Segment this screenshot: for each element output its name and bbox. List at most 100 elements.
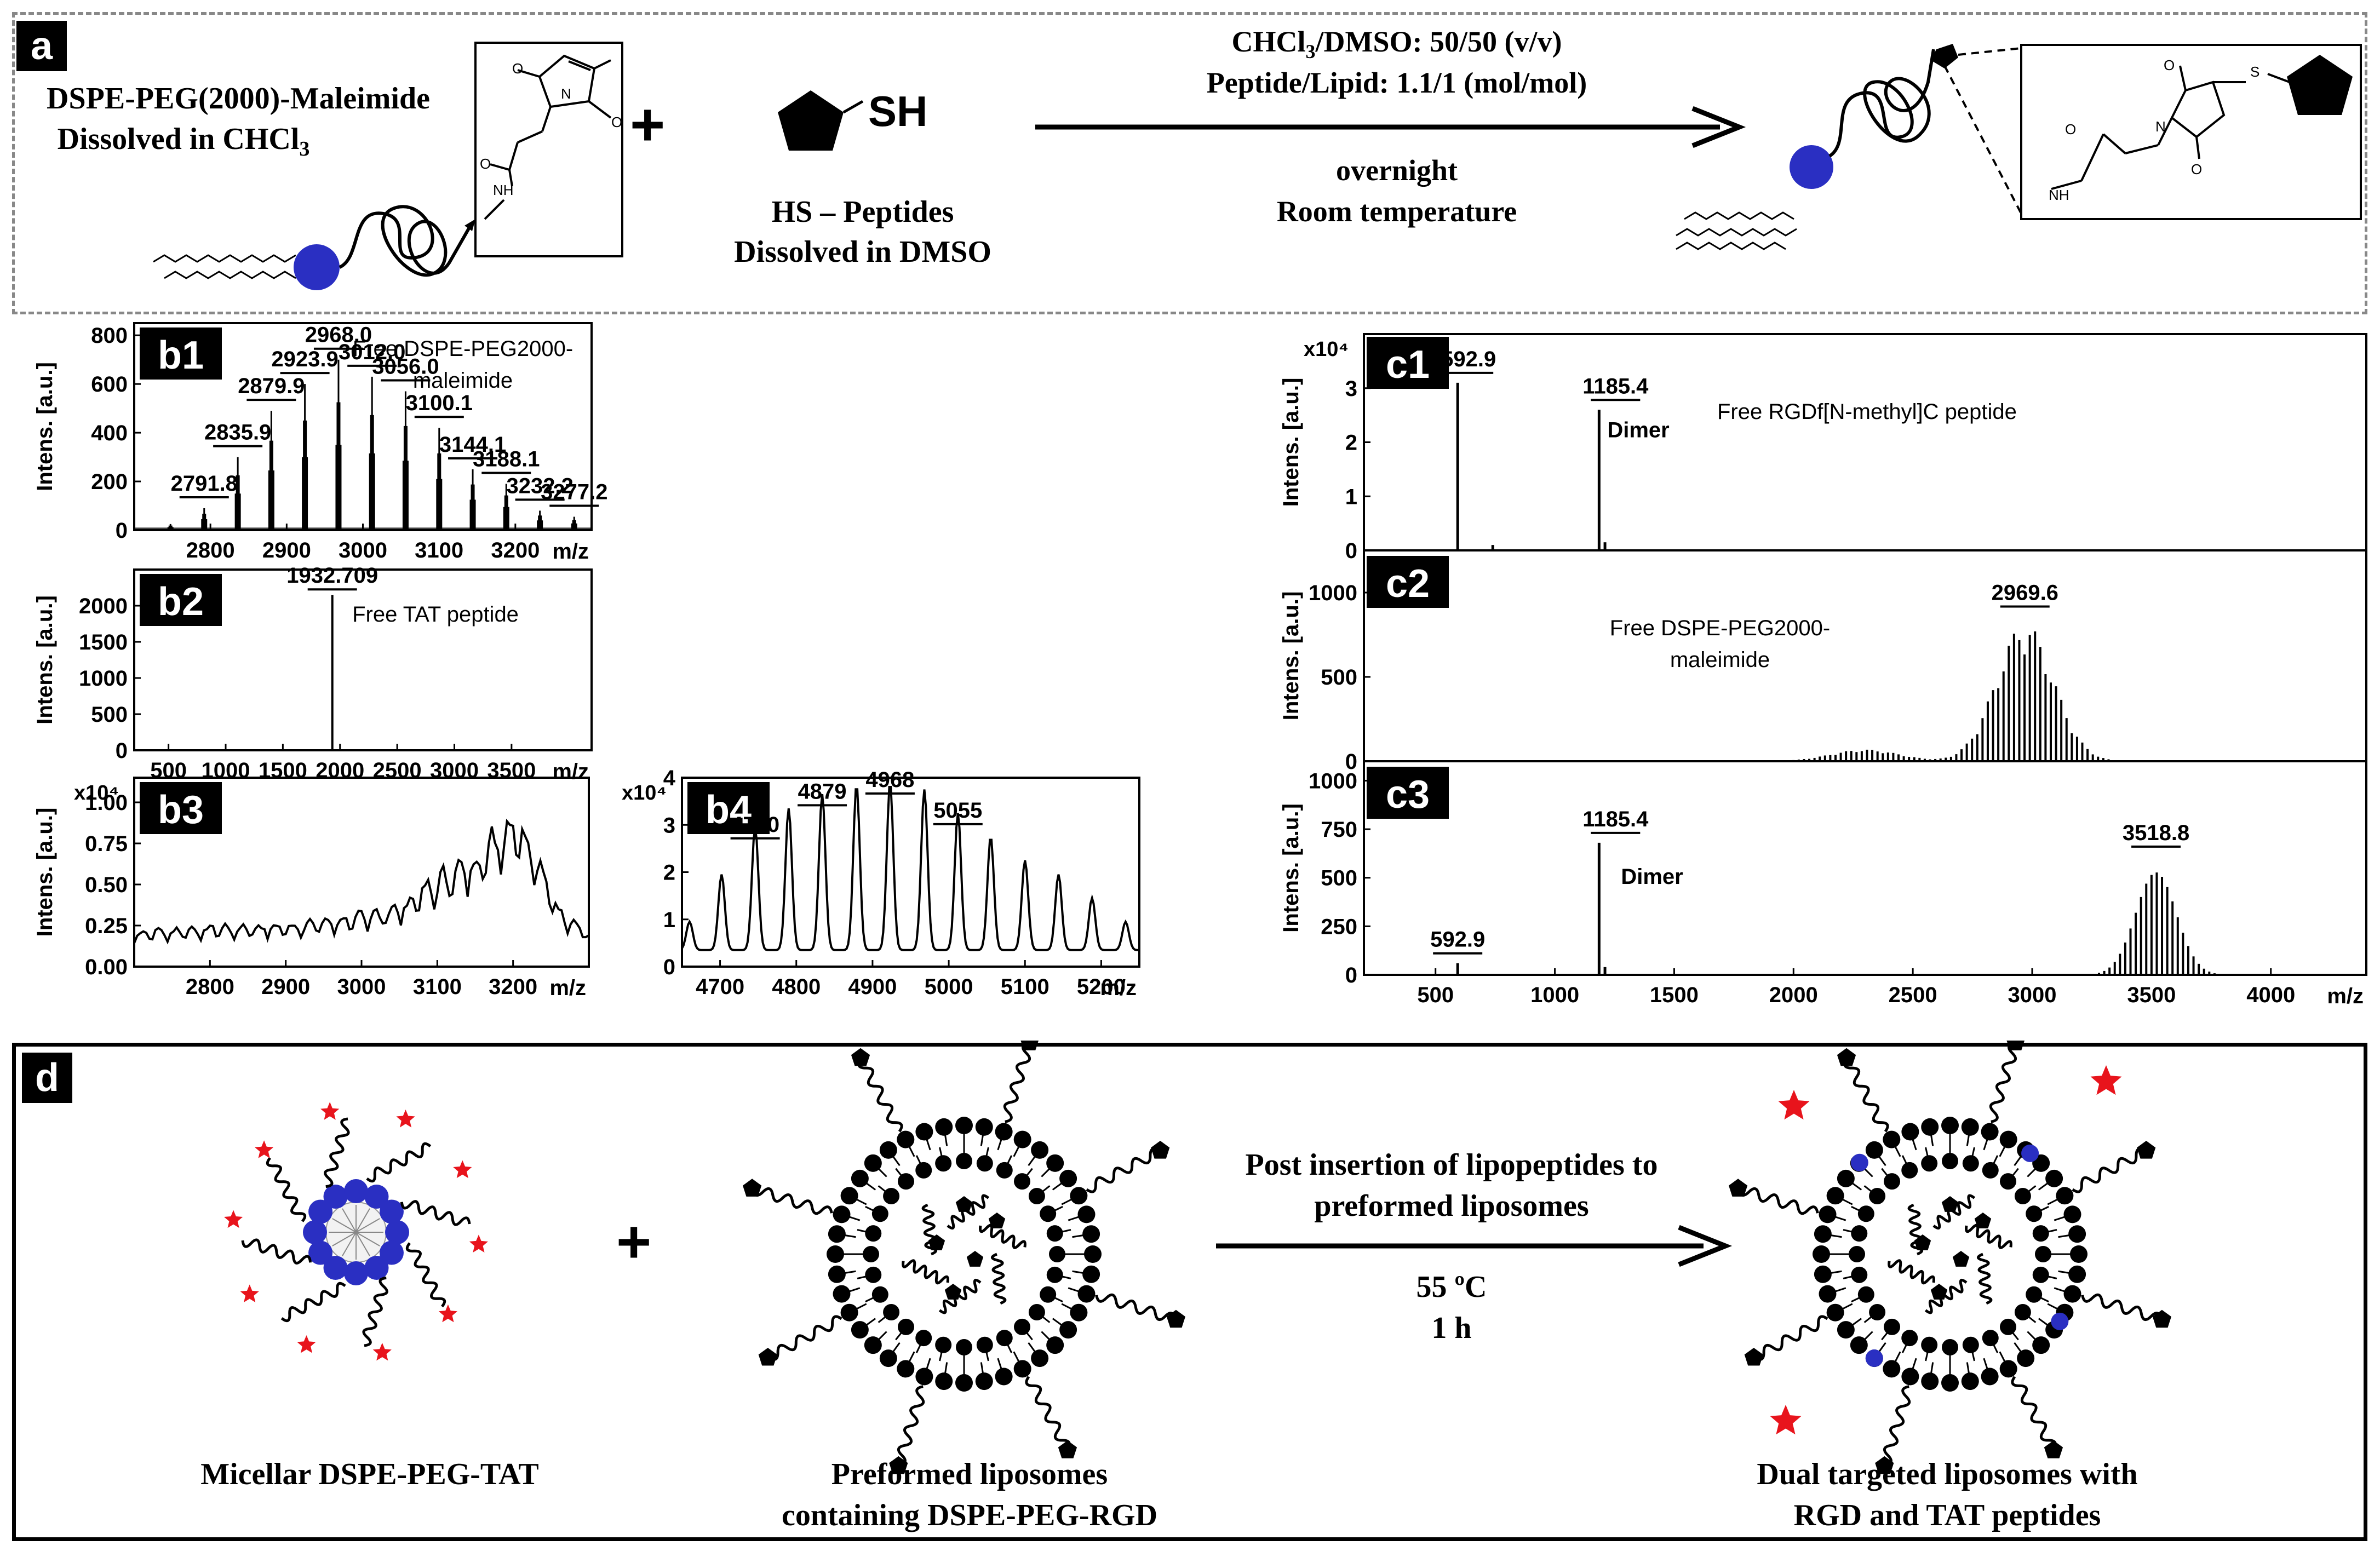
micelle-headgroup xyxy=(303,1220,327,1244)
inner-headgroup xyxy=(915,1162,932,1179)
c1-ylabel: Intens. [a.u.] xyxy=(1279,378,1303,507)
b1-peak-label: 3100.1 xyxy=(406,391,473,415)
micelle-tat-star xyxy=(224,1210,243,1228)
b2-xtick-label: 2500 xyxy=(373,759,422,783)
b3-ylabel: Intens. [a.u.] xyxy=(33,808,57,937)
b4-peak-label: 4790 xyxy=(731,813,779,837)
b1-tag: b1 xyxy=(140,328,222,380)
inner-headgroup xyxy=(956,1339,972,1355)
outer-headgroup xyxy=(897,1360,915,1378)
c1-tag-label: c1 xyxy=(1386,343,1430,387)
b1-xtick-label: 3000 xyxy=(339,538,387,562)
b1-tag-label: b1 xyxy=(158,334,204,377)
b4-xtick-label: 5000 xyxy=(925,975,973,999)
tat-headgroup xyxy=(1865,1349,1883,1367)
inner-headgroup xyxy=(1901,1330,1918,1347)
outer-headgroup xyxy=(955,1374,973,1392)
b3-tag: b3 xyxy=(140,782,222,834)
b1-peak-label: 2879.9 xyxy=(238,374,305,398)
step-text-3: 55 ºC xyxy=(1416,1270,1487,1304)
b3-ytick-label: 1.00 xyxy=(85,791,128,815)
b3-trace xyxy=(133,818,590,945)
b1-peak-label: 2968.0 xyxy=(305,323,372,347)
plus-a: + xyxy=(630,91,665,158)
outer-headgroup xyxy=(1059,1321,1077,1339)
panel-a-frame xyxy=(12,12,2367,314)
b2-ytick-label: 500 xyxy=(91,703,128,727)
inner-headgroup xyxy=(915,1330,932,1347)
micelle-diagram xyxy=(224,1102,488,1361)
step-text-2: preformed liposomes xyxy=(1314,1189,1589,1223)
b1-peak-label: 3144.1 xyxy=(439,433,506,457)
b1-ytick-label: 800 xyxy=(91,324,128,348)
inner-headgroup xyxy=(1999,1173,2016,1190)
c3-peak-label: 592.9 xyxy=(1430,928,1485,952)
b1-annotation: maleimide xyxy=(413,369,513,393)
tat-headgroup xyxy=(1850,1153,1868,1171)
inner-headgroup xyxy=(1884,1173,1901,1190)
inner-headgroup xyxy=(1040,1286,1057,1303)
c3-xtick-label: 3000 xyxy=(2008,983,2057,1007)
micelle-headgroup xyxy=(344,1179,368,1203)
b4-ytick-label: 2 xyxy=(663,861,675,885)
micelle-tat-star xyxy=(396,1110,415,1128)
micelle-peg xyxy=(280,1282,346,1323)
outer-headgroup xyxy=(1046,1336,1064,1354)
rgd-pentagon xyxy=(889,1456,908,1474)
inner-headgroup xyxy=(1049,1246,1065,1262)
micelle-headgroup xyxy=(323,1185,348,1209)
outer-headgroup xyxy=(1961,1372,1979,1391)
inner-pentagon xyxy=(955,1196,973,1212)
b4-tag: b4 xyxy=(687,782,770,834)
panel-a-drawing: N O O O NH + SH O O N S xyxy=(153,42,2362,290)
c2-ytick-label: 1000 xyxy=(1309,581,1357,605)
b1-peak-label: 3232.2 xyxy=(506,474,573,498)
result-label-1: Dual targeted liposomes with xyxy=(1757,1457,2138,1491)
outer-headgroup xyxy=(1082,1225,1100,1243)
result-label-2: RGD and TAT peptides xyxy=(1793,1498,2101,1532)
b4-xtick-label: 4700 xyxy=(696,975,744,999)
c3-dimer: Dimer xyxy=(1621,865,1683,889)
outer-peg xyxy=(768,1315,842,1361)
micelle-headgroup xyxy=(379,1240,404,1265)
outer-headgroup xyxy=(955,1117,973,1134)
b1-annotation: Free DSPE-PEG2000- xyxy=(353,337,573,361)
inner-headgroup xyxy=(1028,1303,1045,1320)
b1-xlabel: m/z xyxy=(552,539,589,564)
b1-ytick-label: 600 xyxy=(91,372,128,397)
inner-headgroup xyxy=(1851,1266,1868,1283)
micelle-tat-star xyxy=(320,1102,340,1120)
rgd-pentagon xyxy=(743,1179,762,1197)
inner-headgroup xyxy=(2026,1286,2043,1303)
b3-tag-label: b3 xyxy=(158,788,204,832)
outer-headgroup xyxy=(1819,1205,1837,1223)
b4-xtick-label: 5200 xyxy=(1077,975,1126,999)
outer-peg xyxy=(1989,1042,2017,1123)
b3-xtick-label: 2900 xyxy=(261,975,310,999)
c1-ytick-label: 2 xyxy=(1345,431,1357,455)
micelle-peg xyxy=(366,1142,432,1183)
outer-headgroup xyxy=(1082,1265,1100,1283)
inner-headgroup xyxy=(976,1155,993,1172)
micelle-peg xyxy=(362,1276,388,1347)
b1-peak-label: 3012.0 xyxy=(339,340,405,364)
outer-headgroup xyxy=(935,1372,953,1391)
b1-xtick-label: 2900 xyxy=(262,538,311,562)
rgd-pentagon xyxy=(2152,1309,2171,1328)
c2-tag-label: c2 xyxy=(1386,562,1430,606)
b1-xtick-label: 3200 xyxy=(491,538,540,562)
outer-headgroup xyxy=(1826,1187,1844,1205)
outer-headgroup xyxy=(1814,1265,1832,1283)
inner-headgroup xyxy=(996,1162,1013,1179)
c1-ytick-label: 0 xyxy=(1345,539,1357,563)
outer-headgroup xyxy=(1981,1368,1999,1386)
inner-headgroup xyxy=(1942,1153,1958,1169)
rgd-pentagon xyxy=(2006,1041,2025,1050)
b2-ytick-label: 1000 xyxy=(79,667,128,691)
reaction-condition-temp: Room temperature xyxy=(1276,195,1517,228)
inner-headgroup xyxy=(1046,1225,1063,1242)
b1-ylabel: Intens. [a.u.] xyxy=(33,362,57,491)
micelle-peg xyxy=(400,1200,471,1226)
tat-headgroup xyxy=(2051,1312,2069,1330)
